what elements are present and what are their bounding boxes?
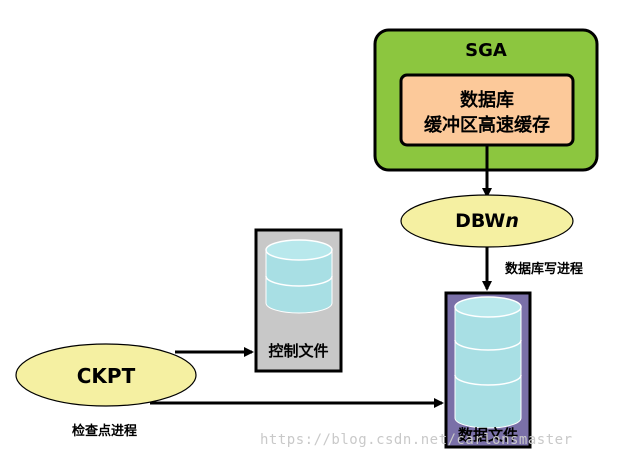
control-file-cylinder: [265, 239, 333, 314]
ckpt-caption: 检查点进程: [72, 424, 138, 439]
buffer-cache-line2: 缓冲区高速缓存: [424, 115, 550, 136]
data-file-cylinder: [454, 296, 522, 429]
control-file-label: 控制文件: [268, 342, 329, 360]
dbwn-label-main: DBW: [455, 210, 506, 232]
watermark-text: https://blog.csdn.net/carlonsmaster: [260, 432, 573, 448]
dbwn-caption: 数据库写进程: [505, 262, 584, 277]
data-file-label: 数据文件: [457, 426, 518, 444]
sga-title: SGA: [465, 40, 507, 61]
ckpt-ellipse: [15, 343, 197, 407]
dbwn-label-italic: n: [505, 210, 519, 232]
buffer-cache-line1: 数据库: [460, 90, 514, 111]
dbwn-label: DBWn: [401, 210, 573, 232]
ckpt-label: CKPT: [76, 364, 136, 388]
